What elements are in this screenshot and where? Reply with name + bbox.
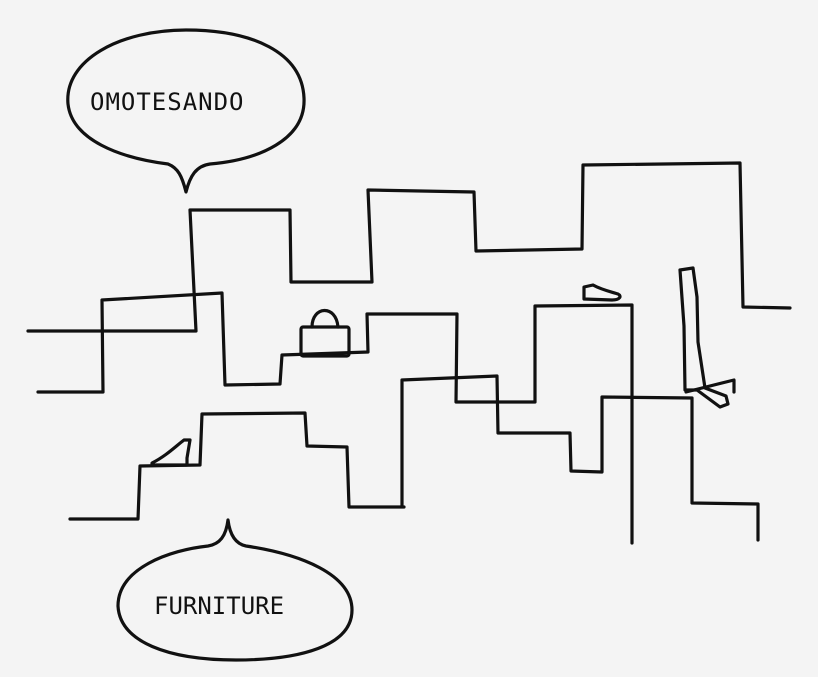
boot-ledge — [684, 378, 736, 394]
skyline-line-3 — [400, 374, 760, 542]
bubble-label-top: OMOTESANDO — [90, 88, 245, 116]
speech-bubble-top — [66, 28, 306, 194]
speech-bubble-bottom — [116, 518, 354, 662]
skyline-line-4 — [68, 411, 406, 521]
boot-icon — [678, 266, 730, 409]
bubble-label-bottom: FURNITURE — [154, 592, 285, 620]
sneaker-icon — [582, 283, 622, 302]
skyline-line-1 — [26, 161, 792, 333]
handbag-icon — [299, 309, 351, 358]
skyline-line-2 — [36, 291, 634, 545]
high-heel-icon — [150, 438, 192, 467]
